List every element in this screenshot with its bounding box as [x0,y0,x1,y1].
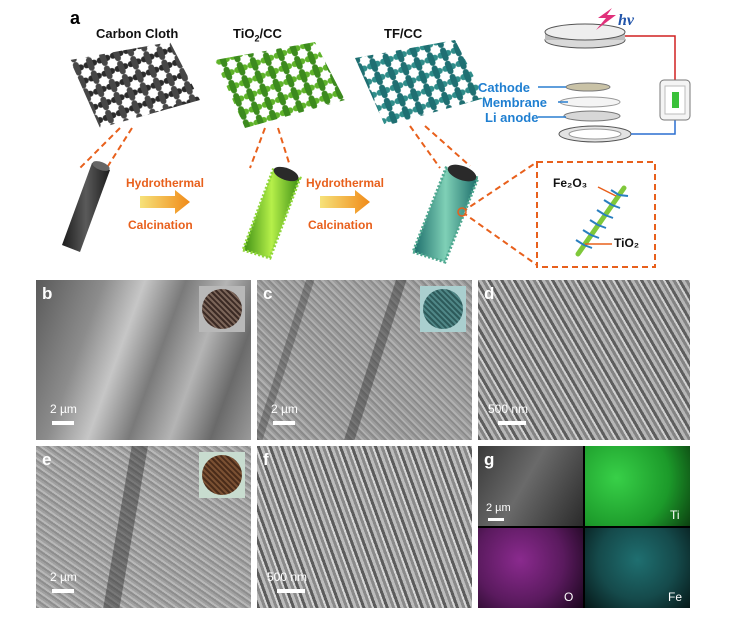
scale-bar-b [52,421,74,425]
sem-panel-b: b 2 µm [36,280,251,440]
sem-panel-f: f 500 nm [257,446,472,608]
tf-cc-title: TF/CC [384,26,423,41]
scale-label-e: 2 µm [50,570,77,584]
tio2-coated-fiber [241,166,302,260]
light-label: hν [618,12,634,29]
li-anode-label: Li anode [485,110,539,125]
cloth-photo-inset-b [199,286,245,332]
battery-assembly [538,8,691,143]
eds-fe-label: Fe [668,590,683,604]
eds-sem-map [478,446,583,526]
membrane-label: Membrane [482,95,548,110]
eds-ti-label: Ti [670,508,680,522]
tio2-cc-cloth-image [215,42,345,128]
nanorod-zoom-box [536,161,656,268]
panel-b-label: b [42,284,53,303]
scale-bar-d [498,421,526,425]
scale-label-d: 500 nm [488,402,529,416]
zoom-lines [79,125,538,266]
panel-d-label: d [484,284,495,303]
scale-label-g: 2 µm [486,502,511,514]
sem-panel-e: e 2 µm [36,446,251,608]
sem-panel-d: d 500 nm [478,280,690,440]
scale-bar-f [277,589,305,593]
scale-bar-c [273,421,295,425]
cloth-photo-inset-e [199,452,245,498]
scale-bar-e [52,589,74,593]
process-2-bottom-label: Calcination [308,218,373,232]
process-1-bottom-label: Calcination [128,218,193,232]
eds-ti-map [585,446,690,526]
eds-panel-g: g 2 µm Ti O Fe [478,446,690,608]
bare-carbon-fiber [62,161,110,252]
schematic-graphics [62,8,691,268]
eds-fe-map [585,528,690,608]
panel-f-label: f [263,450,269,469]
scale-label-f: 500 nm [267,570,308,584]
process-1-top-label: Hydrothermal [126,176,205,190]
panel-a-label: a [70,8,81,28]
tf-cc-cloth-image [355,40,485,126]
eds-o-label: O [564,590,574,604]
sem-panel-c: c 2 µm [257,280,472,440]
nanorod-drawing [575,185,629,257]
cloth-photo-inset-c [420,286,466,332]
tf-coated-fiber [411,164,480,264]
eds-o-map [478,528,583,608]
scale-label-b: 2 µm [50,402,77,416]
carbon-cloth-image [70,42,200,128]
scale-bar-g [488,518,504,521]
tio2-label: TiO₂ [614,236,640,250]
scale-label-c: 2 µm [271,402,298,416]
panel-g-label: g [484,450,495,469]
process-arrow-1 [140,190,190,214]
tio2-cc-title: TiO2/CC [233,26,282,44]
carbon-cloth-title: Carbon Cloth [96,26,179,41]
process-arrow-2 [320,190,370,214]
fe2o3-label: Fe₂O₃ [553,176,588,190]
panel-e-label: e [42,450,52,469]
cathode-label: Cathode [478,80,530,95]
panel-c-label: c [263,284,273,303]
process-2-top-label: Hydrothermal [306,176,385,190]
